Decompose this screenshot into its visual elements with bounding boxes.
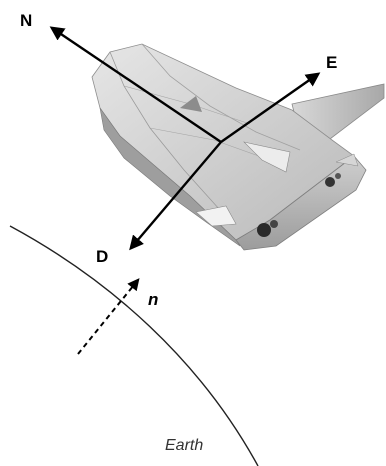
- east-axis-label: E: [326, 53, 337, 72]
- ned-axes: [49, 26, 321, 251]
- down-axis-label: D: [96, 247, 108, 266]
- east-axis-arrow: [220, 72, 321, 143]
- down-axis-arrow: [129, 141, 222, 251]
- earth-label: Earth: [165, 437, 203, 454]
- earth-surface-curve: [9, 225, 259, 466]
- surface-normal-arrow: [77, 278, 140, 355]
- north-axis-label: N: [20, 11, 32, 30]
- normal-vector-label: n: [148, 290, 158, 309]
- spacecraft-illustration: [91, 43, 385, 251]
- north-axis-arrow: [49, 26, 222, 143]
